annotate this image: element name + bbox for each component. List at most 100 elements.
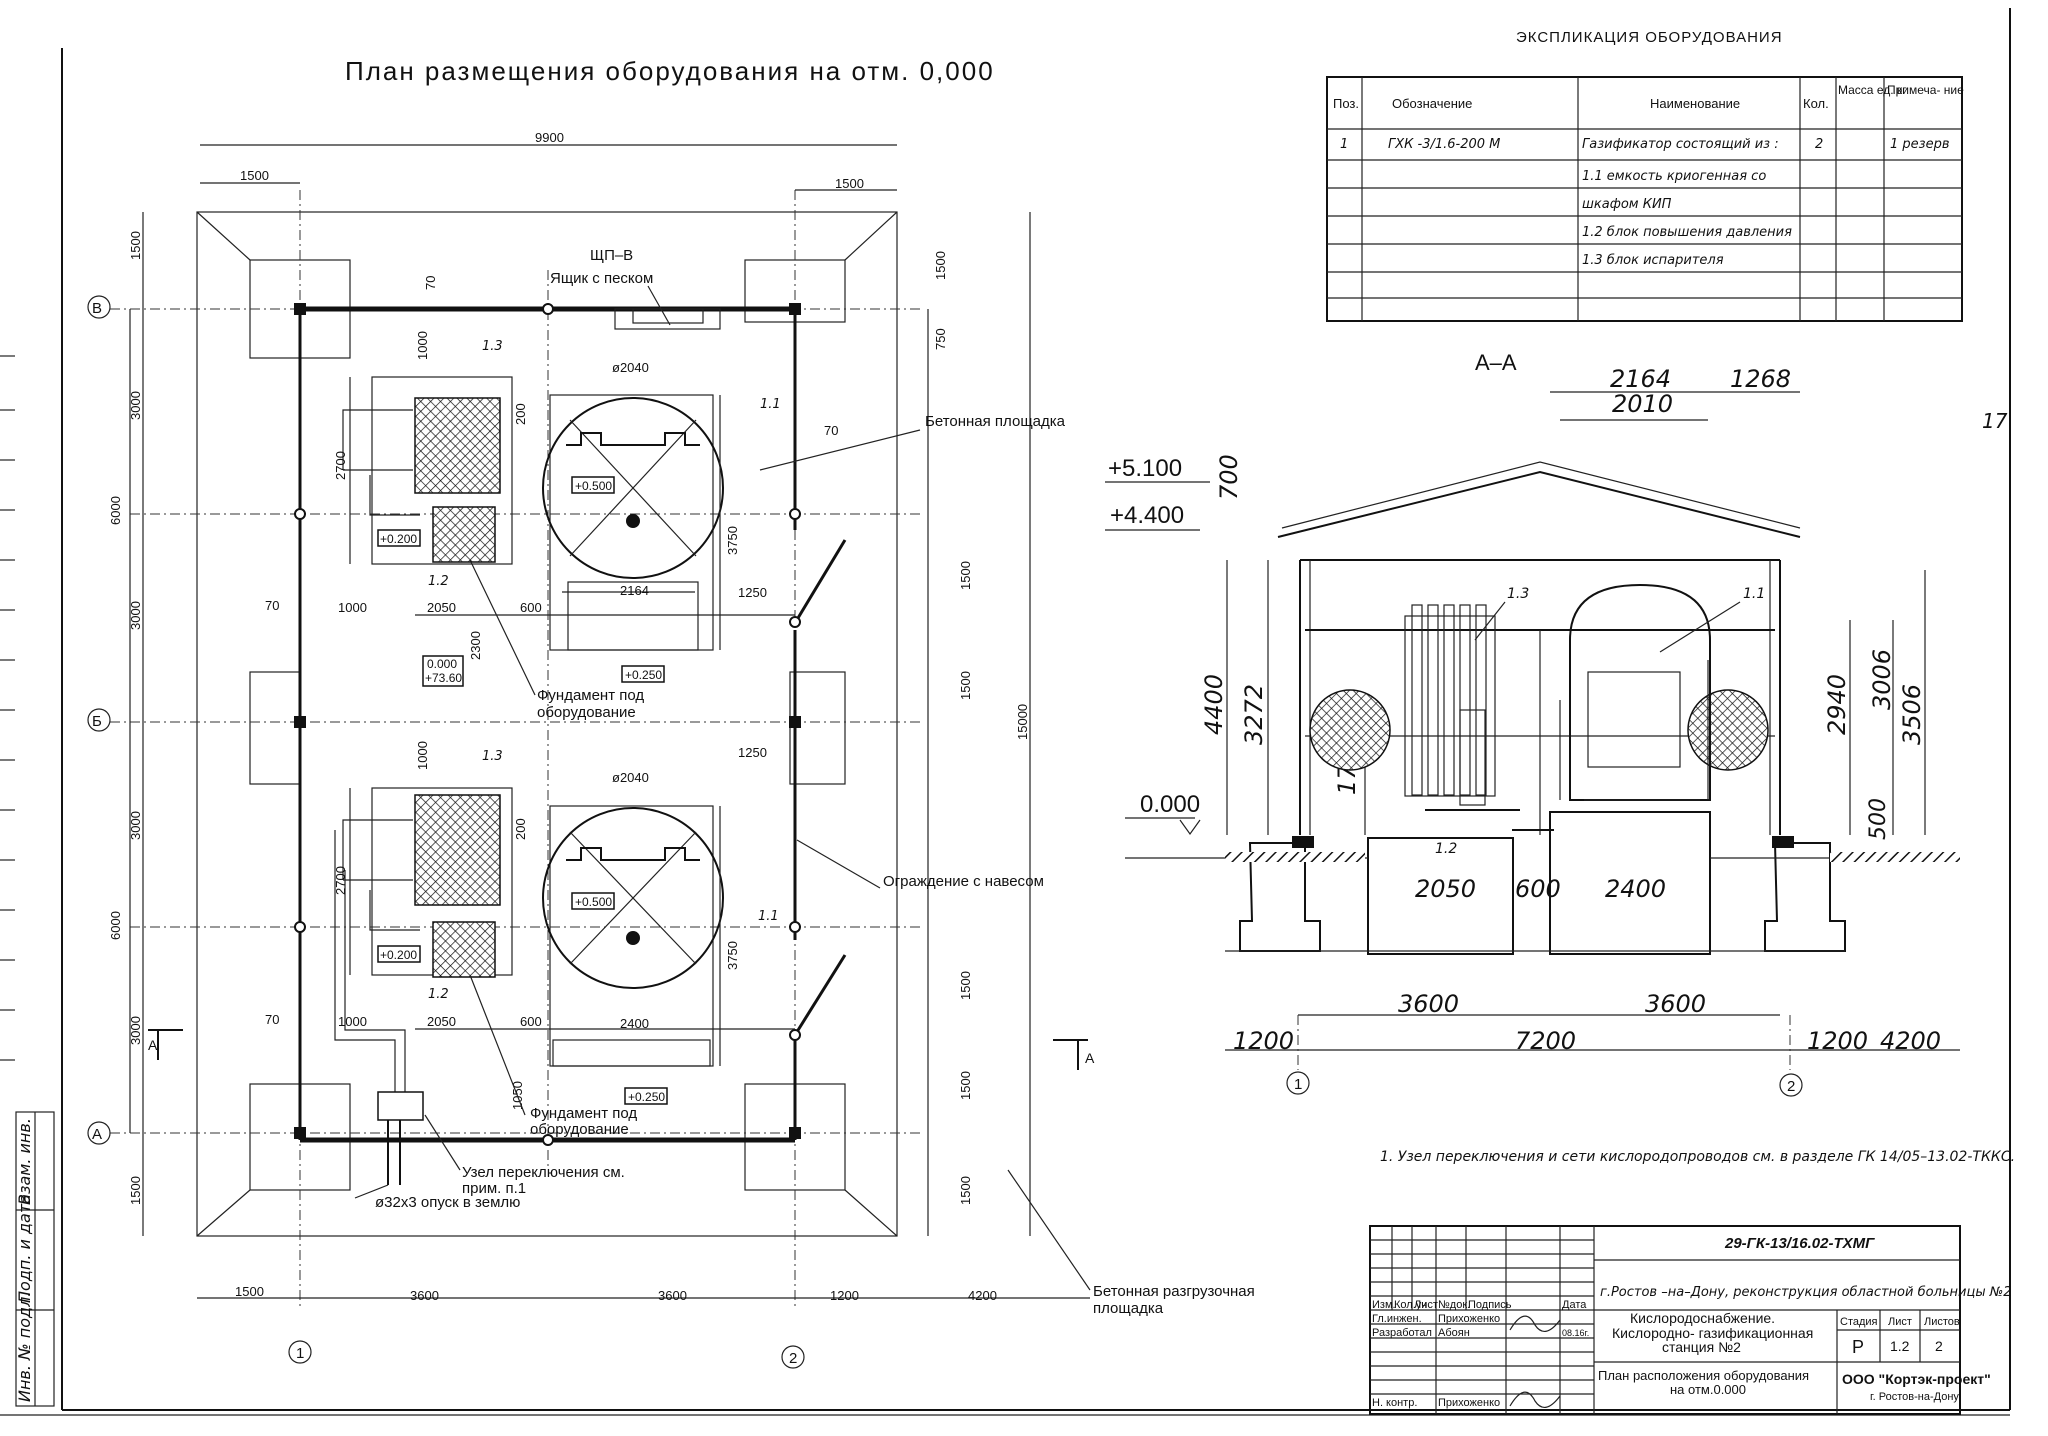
- lbl-switch-note: прим. п.1: [462, 1180, 526, 1197]
- stamp-sheet-h: Лист: [1888, 1316, 1912, 1328]
- sec-m12: 1.2: [1435, 841, 1457, 857]
- exp-r1-code: ГХК -3/1.6-200 М: [1388, 137, 1500, 152]
- dim-r2: 750: [933, 328, 948, 350]
- mark-13a: 1.3: [482, 339, 503, 354]
- side-stamp: Взам. инв. Подп. и дата Инв. № подл.: [15, 1111, 55, 1407]
- axis-b: Б: [92, 713, 102, 730]
- exp-r4-name: 1.2 блок повышения давления: [1582, 225, 1792, 240]
- sec-d700: 700: [1215, 454, 1243, 500]
- stamp-h-izm: Изм.: [1372, 1299, 1396, 1311]
- plan-dim-total: 9900: [535, 130, 564, 145]
- exp-r2-name: 1.1 емкость криогенная со: [1582, 169, 1766, 184]
- sec-d3272: 3272: [1240, 684, 1268, 745]
- dim-v5: 3000: [128, 811, 143, 840]
- section-mark-left: А: [148, 1037, 158, 1053]
- dim-1000a: 1000: [338, 600, 367, 615]
- stamp-stage-h: Стадия: [1840, 1316, 1878, 1328]
- exp-r1-name: Газификатор состоящий из :: [1582, 137, 1779, 152]
- mark-13b: 1.3: [482, 749, 503, 764]
- dim-b4: 1200: [830, 1288, 859, 1303]
- lbl-foundation-b2: оборудование: [530, 1121, 629, 1138]
- exp-r3-name: шкафом КИП: [1582, 197, 1672, 212]
- dim-b3: 3600: [658, 1288, 687, 1303]
- stamp-role1: Гл.инжен.: [1372, 1313, 1422, 1325]
- dim-v4: 3000: [128, 601, 143, 630]
- signature-2: [1509, 1391, 1561, 1408]
- sec-d7200: 7200: [1515, 1027, 1576, 1055]
- sec-lvl-0: 0.000: [1140, 791, 1200, 818]
- exp-h-code: Обозначение: [1392, 96, 1472, 111]
- exp-h-mass: Масса ед. кг: [1838, 83, 1907, 97]
- dim-1000d: 1000: [415, 741, 430, 770]
- lbl-foundation-b: Фундамент под: [530, 1105, 637, 1122]
- exp-h-note: Примеча- ние: [1887, 83, 1964, 97]
- dim-2700a: 2700: [333, 451, 348, 480]
- dim-v6: 6000: [108, 911, 123, 940]
- exp-h-name: Наименование: [1650, 96, 1740, 111]
- sec-d2400: 2400: [1605, 875, 1666, 903]
- stamp-sheets: 2: [1935, 1338, 1943, 1354]
- exp-r1-note: 1 резерв: [1890, 137, 1949, 152]
- stamp-name1: Прихоженко: [1438, 1313, 1500, 1325]
- dim-200a: 200: [513, 403, 528, 425]
- stamp-code: 29-ГК-13/16.02-ТХМГ: [1724, 1235, 1875, 1252]
- explication-table: ЭКСПЛИКАЦИЯ ОБОРУДОВАНИЯ Поз. Обозначени…: [1326, 29, 1964, 322]
- stamp-name3: Прихоженко: [1438, 1397, 1500, 1409]
- lbl-sand-box: Ящик с песком: [550, 270, 653, 287]
- dim-70b: 70: [265, 1012, 279, 1027]
- sec-d2010: 2010: [1612, 390, 1673, 418]
- sec-d600: 600: [1515, 875, 1561, 903]
- stamp-h-list: Лист: [1414, 1299, 1438, 1311]
- dim-b5: 4200: [968, 1288, 997, 1303]
- note-text: 1. Узел переключения и сети кислородопро…: [1380, 1149, 2015, 1165]
- axis-a: А: [92, 1126, 102, 1143]
- lbl-fence: Ограждение с навесом: [883, 873, 1044, 890]
- dim-1250b: 1250: [738, 745, 767, 760]
- lbl-foundation-a: Фундамент под: [537, 687, 644, 704]
- lbl-unload-pad2: площадка: [1093, 1300, 1164, 1317]
- mark-11a: 1.1: [760, 397, 781, 412]
- dim-70d: 70: [824, 423, 838, 438]
- sec-d1200a: 1200: [1233, 1027, 1294, 1055]
- dim-600a: 600: [520, 600, 542, 615]
- dim-1250a: 1250: [738, 585, 767, 600]
- dim-r1: 1500: [933, 251, 948, 280]
- plan-title: План размещения оборудования на отм. 0,0…: [345, 56, 995, 86]
- lbl-switch-node: Узел переключения см.: [462, 1164, 625, 1181]
- stamp-org1: ООО "Кортэк-проект": [1842, 1371, 1991, 1387]
- plan-dim-left: 1500: [240, 168, 269, 183]
- stamp-stage: Р: [1852, 1337, 1864, 1357]
- dim-b1: 1500: [235, 1284, 264, 1299]
- dim-2050a: 2050: [427, 600, 456, 615]
- dim-r6: 1500: [958, 1071, 973, 1100]
- mark-11b: 1.1: [758, 909, 779, 924]
- stamp-subject1: Кислородоснабжение.: [1630, 1310, 1775, 1326]
- dim-b2: 3600: [410, 1288, 439, 1303]
- stamp-h-kol: Кол.уч: [1394, 1299, 1427, 1311]
- dim-dia-a: ø2040: [612, 360, 649, 375]
- sec-d2050: 2050: [1415, 875, 1476, 903]
- dim-v1: 1500: [128, 231, 143, 260]
- section-title: А–А: [1475, 350, 1517, 375]
- mark-12a: 1.2: [428, 574, 449, 589]
- stamp-role3: Н. контр.: [1372, 1397, 1417, 1409]
- exp-r1-qty: 2: [1815, 137, 1823, 152]
- stamp-sheets-h: Листов: [1924, 1316, 1960, 1328]
- dim-2700b: 2700: [333, 866, 348, 895]
- mark-12b: 1.2: [428, 987, 449, 1002]
- sheet-number: 17: [1982, 409, 2008, 433]
- stamp-h-doc: №док.: [1438, 1299, 1470, 1311]
- lvl-500b: +0.500: [575, 895, 612, 909]
- sec-d3506: 3506: [1898, 684, 1926, 745]
- dim-v3: 6000: [108, 496, 123, 525]
- stamp-sheet-title2: на отм.0.000: [1670, 1382, 1746, 1397]
- lvl-250b: +0.250: [628, 1090, 665, 1104]
- lbl-shp-v: ЩП–В: [590, 247, 633, 264]
- sec-d4200: 4200: [1880, 1027, 1941, 1055]
- stamp-h-sign: Подпись: [1468, 1299, 1512, 1311]
- stamp-subject2: Кислородно- газификационная: [1612, 1325, 1813, 1341]
- side-stamp-replace: Взам. инв.: [15, 1118, 34, 1205]
- stamp-subject3: станция №2: [1662, 1339, 1741, 1355]
- dim-2300: 2300: [468, 631, 483, 660]
